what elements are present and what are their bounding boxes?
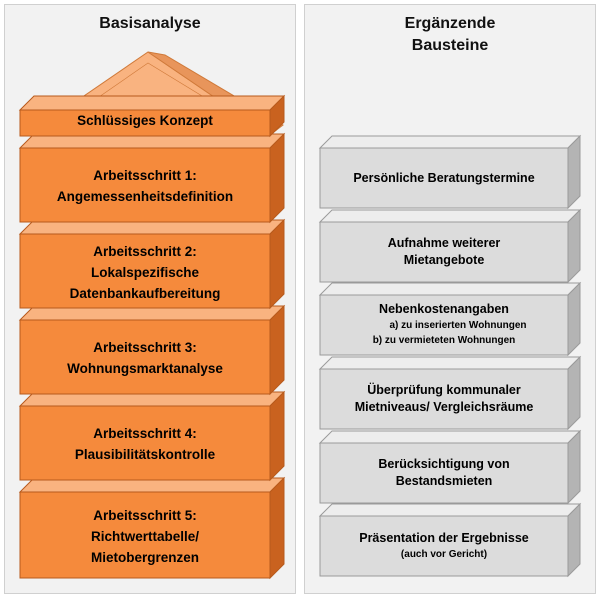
block-1-text: Persönliche Beratungstermine [320,148,568,208]
block-2-text: Aufnahme weiterer Mietangebote [320,222,568,282]
block-4-line-2: Mietniveaus/ Vergleichsräume [354,400,534,414]
step-4-line-1: Arbeitsschritt 4: [93,426,197,441]
step-5-line-2: Richtwerttabelle/ [90,528,200,544]
step-3-line-2: Wohnungsmarktanalyse [67,361,223,376]
block-5-text: Berücksichtigung von Bestandsmieten [320,443,568,503]
roof-label: Schlüssiges Konzept [77,112,213,128]
step-4-line-2: Plausibilitätskontrolle [74,447,216,462]
step-1-line-1: Arbeitsschritt 1: [93,168,197,183]
block-6-sub-1: (auch vor Gericht) [400,549,488,560]
block-2-line-1: Aufnahme weiterer [387,236,501,250]
step-5-line-3: Mietobergrenzen [90,549,199,565]
baustein-1-block [318,134,582,210]
block-2-line-2: Mietangebote [403,253,485,267]
title-line-1: Ergänzende [404,15,496,32]
step-5-text: Arbeitsschritt 5: Richtwerttabelle/ Miet… [20,494,270,578]
block-6-text: Präsentation der Ergebnisse (auch vor Ge… [320,516,568,576]
block-1-line-1: Persönliche Beratungstermine [353,170,535,185]
title-line-2: Bausteine [411,37,489,54]
left-steps [18,94,286,580]
baustein-3-block [318,281,582,357]
step-3-text: Arbeitsschritt 3: Wohnungsmarktanalyse [20,322,270,394]
block-3-sub-2: b) zu vermieteten Wohnungen [372,334,516,346]
ergaenzende-bausteine-title: Ergänzende Bausteine [305,13,595,57]
step-3-line-1: Arbeitsschritt 3: [93,340,197,355]
step-5-block [18,476,286,580]
baustein-6-block [318,502,582,578]
block-6-line-1: Präsentation der Ergebnisse [359,531,529,545]
block-5-line-2: Bestandsmieten [395,474,493,488]
block-3-text: Nebenkostenangaben a) zu inserierten Woh… [320,293,568,355]
step-1-block [18,132,286,224]
baustein-4-block [318,355,582,431]
step-1-text: Arbeitsschritt 1: Angemessenheitsdefinit… [20,150,270,222]
step-1-line-2: Angemessenheitsdefinition [56,189,234,204]
step-2-block [18,218,286,310]
baustein-5-block [318,429,582,505]
block-4-text: Überprüfung kommunaler Mietniveaus/ Verg… [320,369,568,429]
block-4-line-1: Überprüfung kommunaler [367,383,521,397]
step-4-block [18,390,286,482]
right-blocks [318,134,582,578]
step-5-line-1: Arbeitsschritt 5: [93,507,197,523]
step-2-line-3: Datenbankaufbereitung [69,285,221,301]
roof-base-block [18,94,286,138]
baustein-2-block [318,208,582,284]
basisanalyse-title: Basisanalyse [99,15,201,32]
block-5-line-1: Berücksichtigung von [378,457,510,471]
block-3-sub-1: a) zu inserierten Wohnungen [389,319,527,331]
block-3-line-1: Nebenkostenangaben [379,301,509,316]
step-4-text: Arbeitsschritt 4: Plausibilitätskontroll… [20,408,270,480]
step-2-line-2: Lokalspezifische [90,264,200,280]
step-3-block [18,304,286,396]
step-2-text: Arbeitsschritt 2: Lokalspezifische Daten… [20,236,270,308]
step-2-line-1: Arbeitsschritt 2: [93,243,197,259]
